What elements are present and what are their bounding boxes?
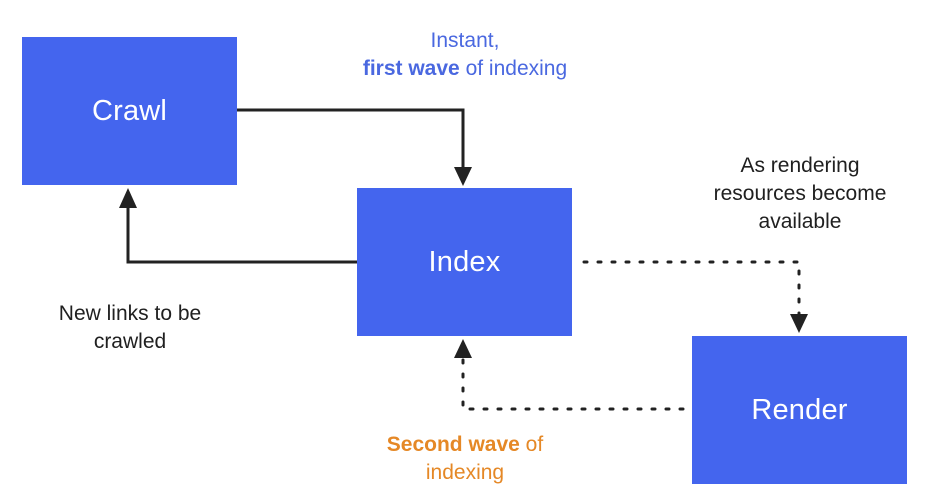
arrow-index-to-crawl	[119, 188, 357, 264]
crawl-node: Crawl	[22, 37, 237, 185]
index-node-label: Index	[428, 245, 501, 278]
second-wave-rest: of	[519, 433, 544, 456]
index-node: Index	[357, 188, 572, 336]
crawl-node-label: Crawl	[91, 94, 168, 127]
arrow-index-to-render	[582, 260, 808, 333]
render-resources-annotation: As rendering resources become available	[690, 152, 910, 236]
new-links-line1: New links to be	[58, 302, 202, 325]
new-links-annotation: New links to be crawled	[30, 300, 230, 356]
render-resources-line3: available	[758, 210, 842, 233]
render-node: Render	[692, 336, 907, 484]
first-wave-annotation: Instant, first wave of indexing	[330, 27, 600, 83]
first-wave-rest: of indexing	[459, 57, 568, 80]
arrow-crawl-to-index	[237, 108, 472, 186]
first-wave-bold: first wave	[362, 57, 460, 80]
first-wave-line1: Instant,	[430, 29, 500, 52]
new-links-line2: crawled	[93, 330, 167, 353]
second-wave-annotation: Second wave of indexing	[350, 431, 580, 487]
second-wave-bold: Second wave	[386, 433, 520, 456]
arrow-render-to-index	[454, 339, 685, 411]
render-node-label: Render	[751, 393, 848, 426]
render-resources-line1: As rendering	[740, 154, 860, 177]
render-resources-line2: resources become	[713, 182, 887, 205]
second-wave-line2: indexing	[425, 461, 505, 484]
first-wave-line2: first wave of indexing	[330, 55, 600, 83]
second-wave-line1: Second wave of	[350, 431, 580, 459]
